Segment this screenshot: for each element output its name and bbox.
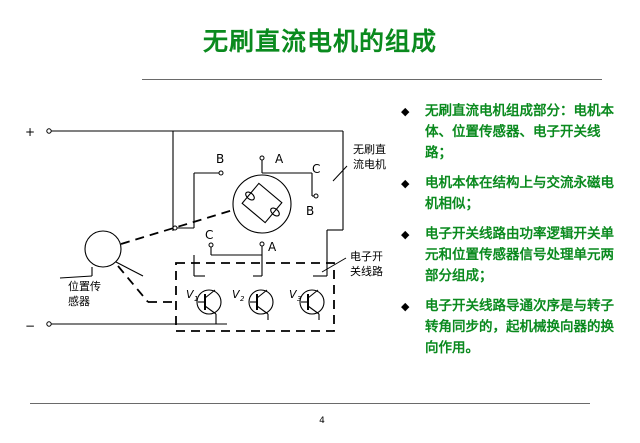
terminal-a-upper: A	[275, 152, 284, 166]
transistor-v2	[248, 289, 274, 315]
diamond-bullet-icon: ◆	[401, 300, 410, 313]
rotor-pole-left	[245, 191, 255, 201]
motor-label-line1: 无刷直	[353, 142, 386, 156]
bullet-item: ◆ 无刷直流电机组成部分：电机本体、位置传感器、电子开关线路；	[400, 101, 625, 164]
transistor-v2-label: V	[232, 288, 241, 301]
transistor-v3-label: V	[289, 288, 298, 301]
electronic-switch-box	[175, 262, 335, 332]
minus-terminal-label: −	[25, 319, 35, 333]
sensor-wire	[115, 261, 144, 277]
bullet-text: 电机本体在结构上与交流永磁电机相似；	[425, 175, 614, 212]
mechanical-coupling	[120, 209, 234, 245]
bullet-item: ◆ 电机本体在结构上与交流永磁电机相似；	[400, 173, 625, 215]
top-divider	[142, 79, 602, 80]
position-sensor	[84, 230, 122, 268]
motor-label-line2: 流电机	[353, 157, 386, 171]
terminal-c-upper: C	[312, 162, 320, 176]
page-number: 4	[319, 416, 325, 426]
motor-rotor	[232, 174, 292, 234]
motor-callout-line	[332, 165, 348, 182]
rotor-pole-right	[270, 207, 280, 217]
plus-terminal-label: +	[25, 125, 35, 139]
bullet-text: 电子开关线路导通次序是与转子转角同步的，起机械换向器的换向作用。	[425, 298, 614, 356]
terminal-b-upper: B	[216, 152, 224, 166]
transistor-v3-sub: 3	[297, 295, 301, 303]
terminal-c-lower: C	[205, 228, 213, 242]
transistor-v3	[299, 289, 325, 315]
diamond-bullet-icon: ◆	[401, 177, 410, 190]
transistor-v1-label: V	[186, 288, 195, 301]
transistor-v1-sub: 1	[194, 295, 198, 303]
switch-label-line1: 电子开	[350, 250, 383, 263]
sensor-lead-left	[59, 275, 93, 279]
bullet-list: ◆ 无刷直流电机组成部分：电机本体、位置传感器、电子开关线路； ◆ 电机本体在结构上…	[400, 101, 625, 368]
bullet-text: 电子开关线路由功率逻辑开关单元和位置传感器信号处理单元两部分组成；	[425, 226, 614, 284]
page-title: 无刷直流电机的组成	[202, 27, 437, 56]
bottom-divider	[30, 403, 590, 404]
switch-label-line2: 关线路	[350, 264, 383, 278]
diamond-bullet-icon: ◆	[401, 228, 410, 241]
bullet-item: ◆ 电子开关线路由功率逻辑开关单元和位置传感器信号处理单元两部分组成；	[400, 224, 625, 287]
rotor-magnet	[241, 182, 283, 224]
diamond-bullet-icon: ◆	[401, 105, 410, 118]
terminal-b-lower: B	[306, 204, 314, 218]
sensor-signal-link	[117, 265, 149, 303]
sensor-label-line1: 位置传	[68, 279, 101, 293]
terminal-a-lower: A	[268, 240, 277, 254]
bullet-text: 无刷直流电机组成部分：电机本体、位置传感器、电子开关线路；	[425, 103, 614, 161]
bullet-item: ◆ 电子开关线路导通次序是与转子转角同步的，起机械换向器的换向作用。	[400, 296, 625, 359]
switch-callout-line	[321, 257, 347, 273]
sensor-label-line2: 感器	[68, 295, 90, 308]
transistor-v2-sub: 2	[240, 295, 245, 303]
transistor-v1	[196, 289, 222, 315]
